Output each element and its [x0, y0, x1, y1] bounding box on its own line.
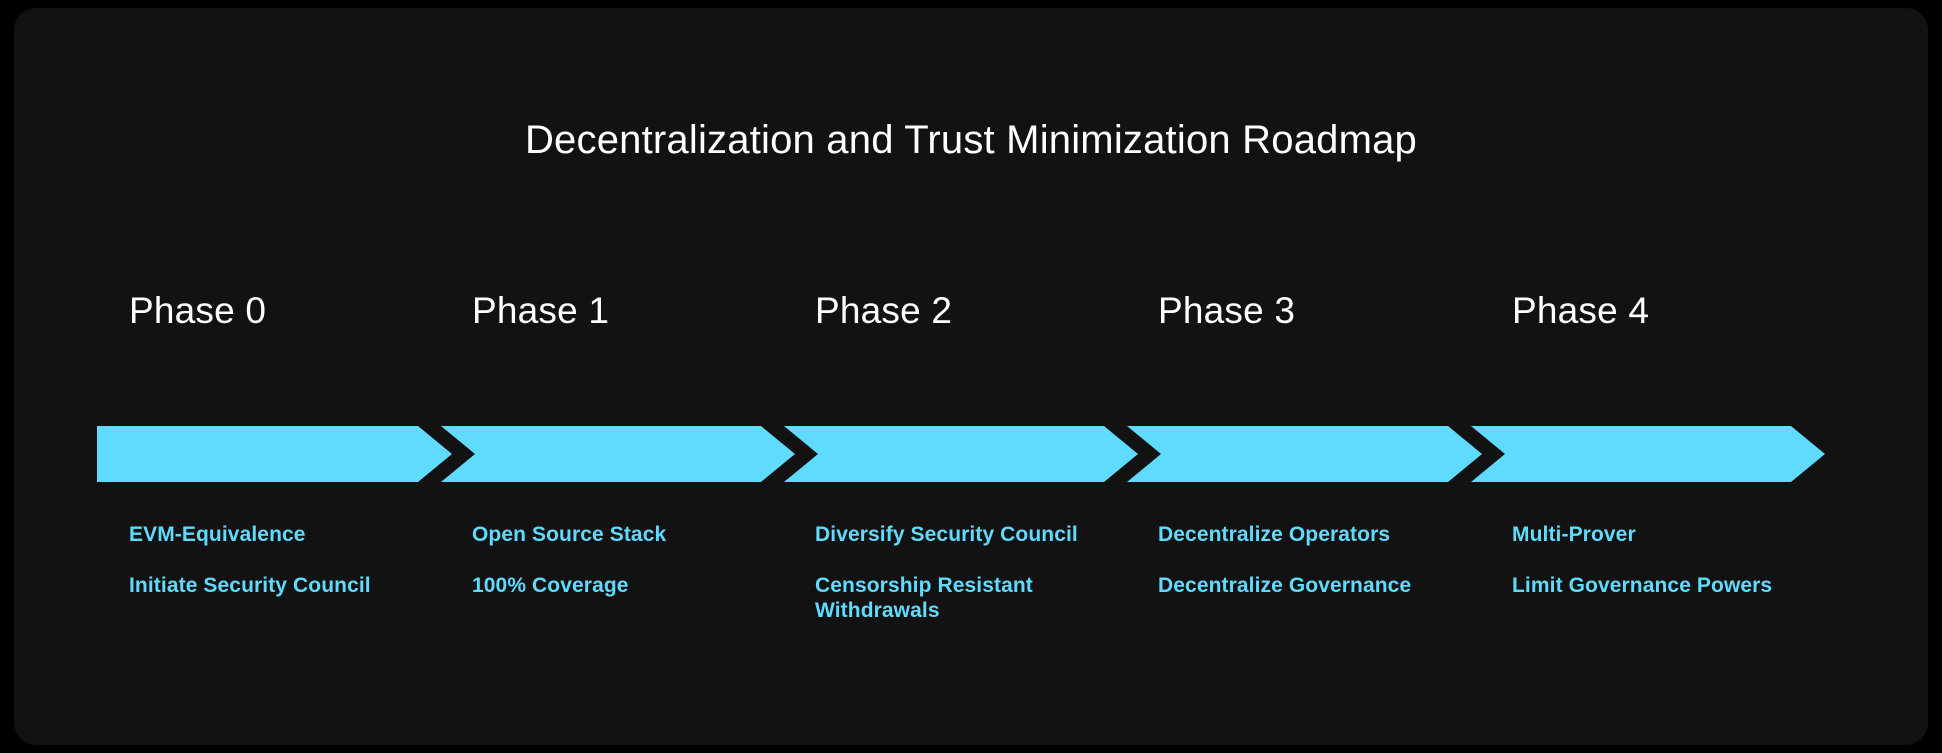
phase-arrow-1	[441, 426, 795, 482]
phase-item: Open Source Stack	[472, 523, 667, 546]
phase-item: Limit Governance Powers	[1512, 573, 1773, 597]
phase-label-0: Phase 0	[129, 290, 267, 331]
phase-arrow-3	[1127, 426, 1482, 482]
phase-label-4: Phase 4	[1512, 290, 1650, 331]
phase-item: 100% Coverage	[472, 573, 629, 597]
roadmap-card: Decentralization and Trust Minimization …	[14, 8, 1928, 745]
phase-arrow-2	[784, 426, 1138, 482]
phase-item: Diversify Security Council	[815, 523, 1078, 546]
phase-items-3: Decentralize Operators Decentralize Gove…	[1158, 523, 1484, 599]
phase-label-3: Phase 3	[1158, 290, 1296, 331]
phase-label-1: Phase 1	[472, 290, 610, 331]
phase-arrow-band	[14, 418, 1928, 490]
phase-item: EVM-Equivalence	[129, 523, 306, 546]
phase-items-4: Multi-Prover Limit Governance Powers	[1512, 523, 1838, 599]
page-title: Decentralization and Trust Minimization …	[524, 118, 1418, 162]
phase-arrow-4	[1471, 426, 1825, 482]
phase-item: Decentralize Governance	[1158, 573, 1412, 597]
phase-items-1: Open Source Stack 100% Coverage	[472, 523, 798, 599]
phase-item: Multi-Prover	[1512, 523, 1636, 546]
phase-arrow-0	[97, 426, 452, 482]
phase-item: Initiate Security Council	[129, 573, 371, 597]
phase-label-2: Phase 2	[815, 290, 953, 331]
phase-item: Decentralize Operators	[1158, 523, 1391, 546]
phase-item: Censorship Resistant Withdrawals	[815, 573, 1033, 622]
phase-items-0: EVM-Equivalence Initiate Security Counci…	[129, 523, 455, 599]
phase-items-2: Diversify Security Council Censorship Re…	[815, 523, 1141, 623]
